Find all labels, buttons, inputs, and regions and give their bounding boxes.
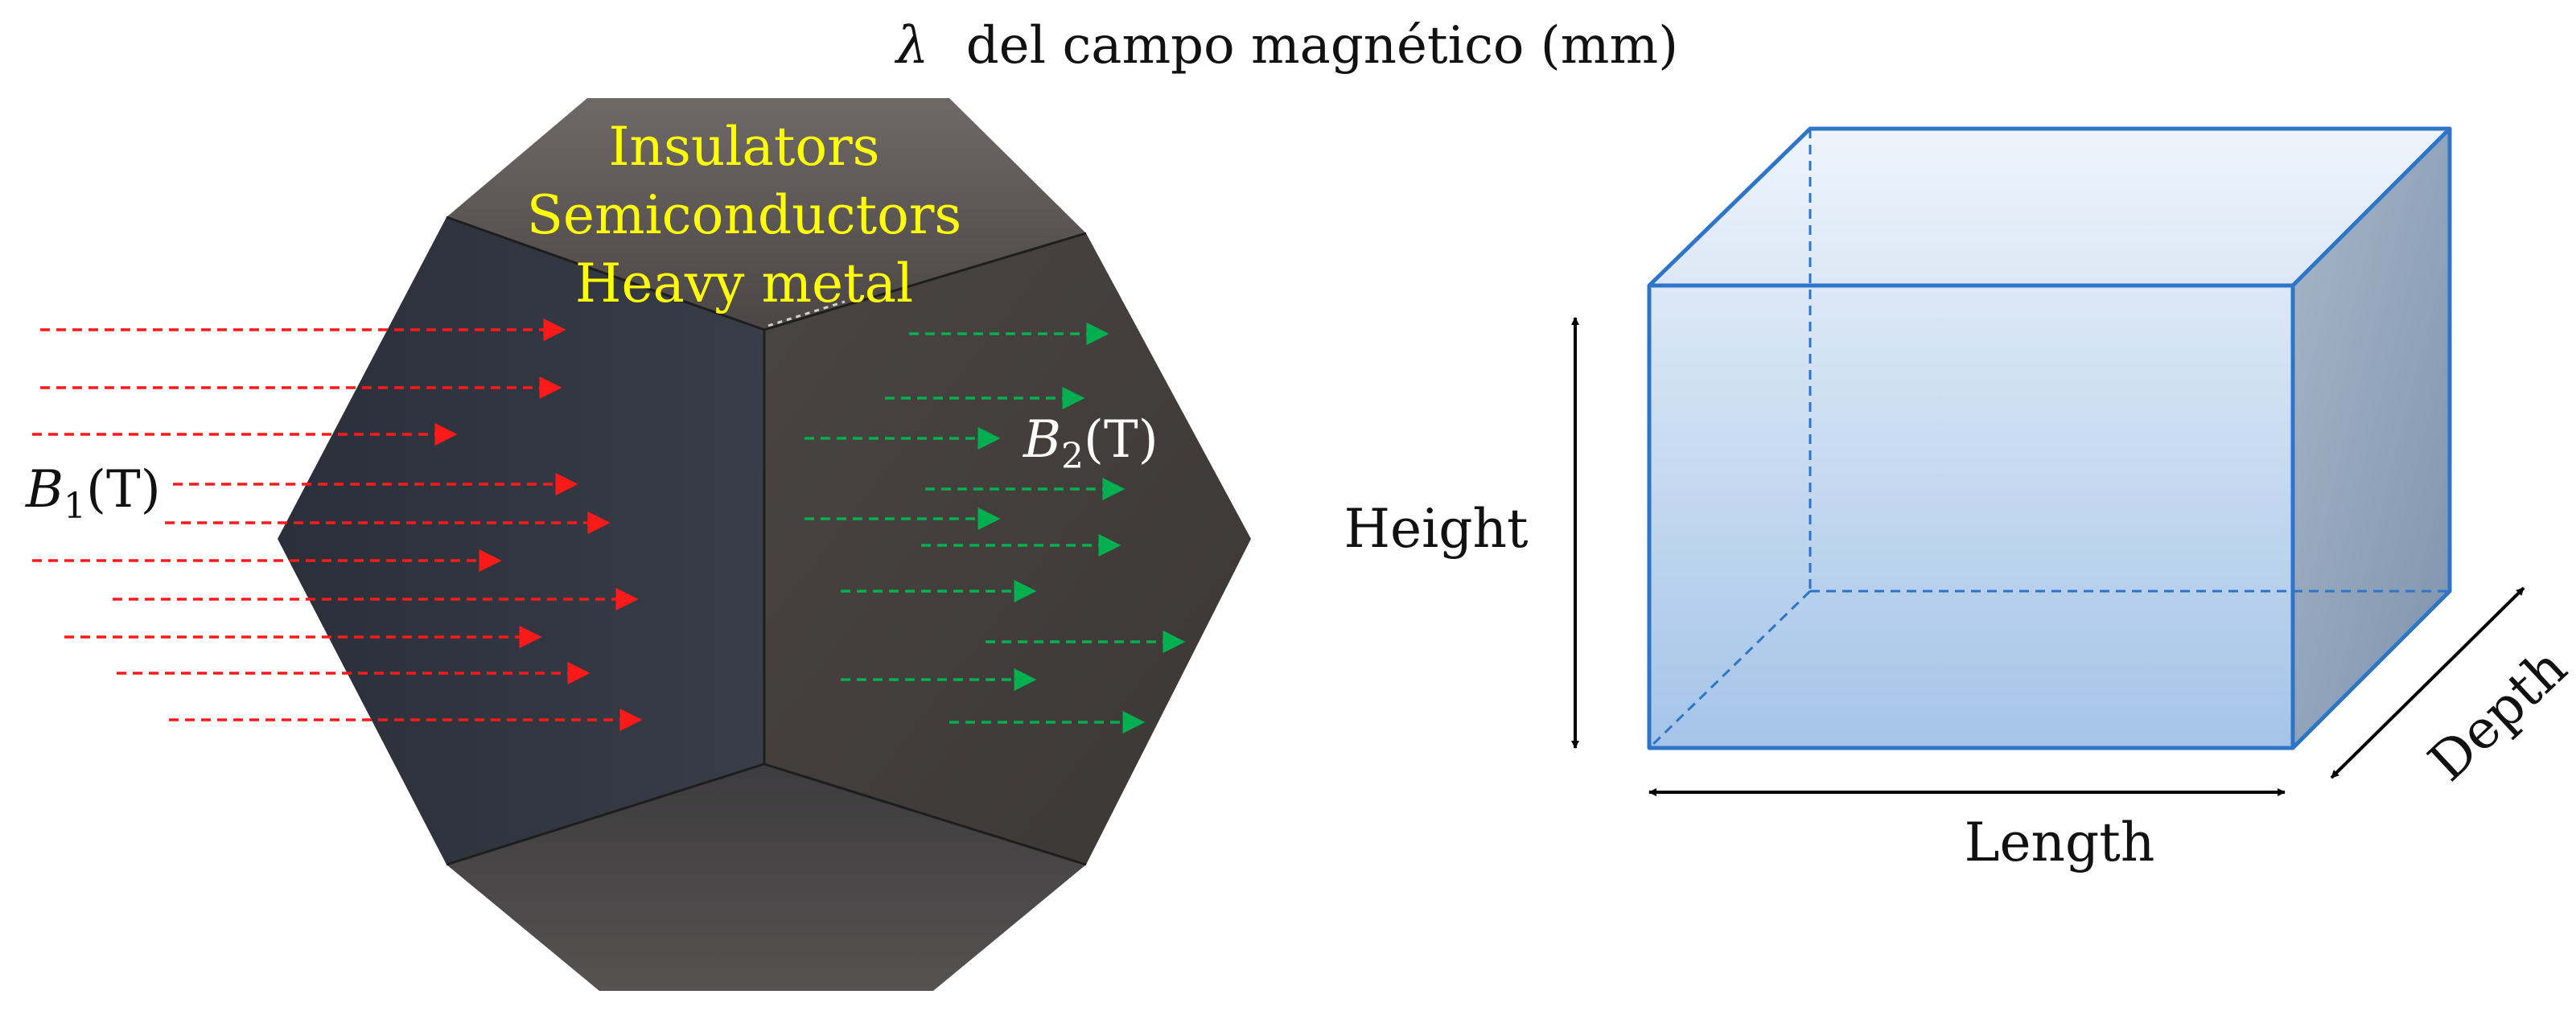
incident-field-arrows	[32, 318, 643, 731]
polyhedron-right-face	[764, 233, 1251, 865]
label-insulators: Insulators	[608, 116, 879, 178]
b1-label: B1(T)	[25, 460, 161, 527]
lambda-symbol: λ	[894, 16, 929, 76]
title-text: del campo magnético (mm)	[966, 16, 1678, 76]
figure-title: λ del campo magnético (mm)	[894, 16, 1678, 76]
height-label: Height	[1344, 498, 1528, 560]
label-heavy-metal: Heavy metal	[575, 253, 913, 314]
b2-unit: (T)	[1084, 410, 1158, 470]
polyhedron: Insulators Semiconductors Heavy metal	[278, 98, 1251, 991]
depth-arrow-bottom	[2330, 762, 2347, 779]
depth-arrow-shaft	[2335, 592, 2520, 774]
polyhedron-bottom-face	[446, 764, 1086, 991]
transmitted-field-arrows	[804, 323, 1186, 734]
cuboid	[1647, 126, 2452, 750]
cuboid-top-face	[1649, 129, 2450, 286]
polyhedron-left-face	[278, 217, 764, 865]
depth-arrow-top	[2508, 586, 2525, 603]
b1-subscript: 1	[64, 486, 86, 527]
b2-label: B2(T)	[1023, 410, 1158, 477]
hidden-edge	[1648, 590, 1812, 750]
cuboid-side-face	[2293, 129, 2450, 748]
b2-symbol: B	[1023, 410, 1061, 470]
b2-subscript: 2	[1061, 436, 1084, 477]
label-semiconductors: Semiconductors	[527, 184, 962, 246]
dimension-arrows	[1571, 317, 2525, 796]
depth-label: Depth	[2417, 636, 2576, 793]
b1-unit: (T)	[86, 460, 161, 520]
top-right-edge	[2291, 127, 2451, 287]
b1-symbol: B	[25, 460, 64, 520]
polyhedron-top-face	[446, 98, 1086, 330]
cuboid-front-face	[1649, 286, 2293, 748]
length-label: Length	[1965, 812, 2155, 873]
front-edges	[1647, 283, 2295, 750]
